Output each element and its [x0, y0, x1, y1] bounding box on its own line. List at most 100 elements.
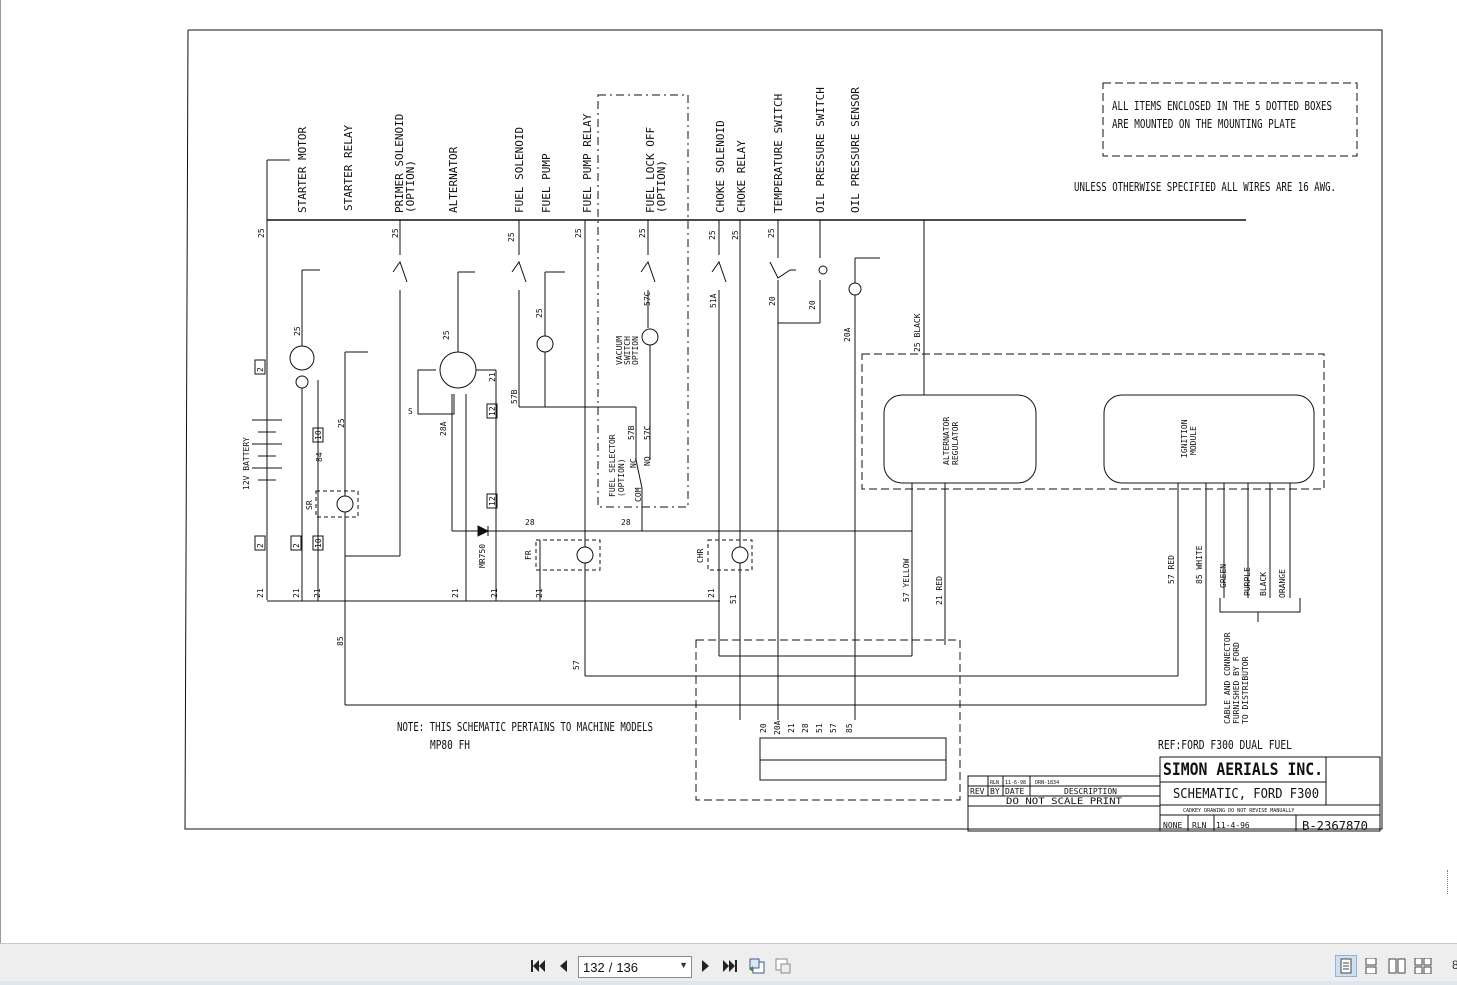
- document-viewport[interactable]: STARTER MOTOR STARTER RELAY PRIMER SOLEN…: [0, 0, 1457, 943]
- wire-no: NO: [643, 456, 652, 466]
- first-page-icon[interactable]: [527, 955, 549, 977]
- label-sr: SR: [305, 500, 314, 510]
- wire-25-a: 25: [257, 228, 266, 238]
- wire-25-k: 25: [442, 330, 451, 340]
- title-by: BY: [990, 787, 1000, 796]
- title-description: DESCRIPTION: [1064, 787, 1117, 796]
- terminal-85: 85: [845, 723, 854, 733]
- wire-21-f: 21: [535, 588, 544, 598]
- note-wire-gauge: UNLESS OTHERWISE SPECIFIED ALL WIRES ARE…: [1074, 180, 1336, 194]
- label-fuel-pump-relay: FUEL PUMP RELAY: [581, 113, 594, 213]
- wire-21-g: 21: [707, 588, 716, 598]
- wire-21-c: 21: [313, 588, 322, 598]
- toolbar-overflow-text: 8: [1452, 958, 1457, 972]
- label-cable-2: FURNISHED BY FORD: [1232, 642, 1241, 724]
- label-primer-solenoid: PRIMER SOLENOID: [393, 114, 406, 213]
- wire-25-f: 25: [708, 230, 717, 240]
- toolbar-bottom-strip: [0, 981, 1457, 985]
- label-chr: CHR: [696, 548, 705, 563]
- wire-25-e: 25: [638, 228, 647, 238]
- label-choke-solenoid: CHOKE SOLENOID: [714, 120, 727, 213]
- label-vacuum-switch: SWITCH: [623, 336, 632, 365]
- previous-page-icon[interactable]: [552, 955, 574, 977]
- label-vacuum: VACUUM: [615, 336, 624, 365]
- wire-28-c: 28A: [439, 421, 448, 436]
- label-choke-relay: CHOKE RELAY: [735, 140, 748, 213]
- oil-pressure-sensor-symbol: [848, 282, 862, 296]
- viewer-toolbar: 132 / 136 ▼ 8: [0, 943, 1457, 985]
- go-back-view-icon[interactable]: [746, 955, 768, 977]
- page-number-field[interactable]: 132 / 136 ▼: [578, 956, 692, 978]
- terminal-57: 57: [829, 723, 838, 733]
- go-forward-view-icon[interactable]: [772, 955, 794, 977]
- continuous-page-icon[interactable]: [1360, 955, 1382, 977]
- starter-relay-box: [315, 490, 359, 518]
- wire-20-a: 20: [768, 296, 777, 306]
- label-fr: FR: [524, 550, 533, 560]
- total-pages: 136: [616, 959, 639, 975]
- terminal-51: 51: [815, 723, 824, 733]
- label-green: GREEN: [1219, 564, 1228, 588]
- label-ignition-module: MODULE: [1189, 426, 1198, 455]
- label-fuel-selector: FUEL SELECTOR: [608, 434, 617, 497]
- box-num-c: 12: [488, 406, 497, 416]
- schematic-drawing: STARTER MOTOR STARTER RELAY PRIMER SOLEN…: [184, 29, 1383, 833]
- label-oil-pressure-sensor: OIL PRESSURE SENSOR: [849, 87, 862, 213]
- facing-pages-icon[interactable]: [1386, 955, 1408, 977]
- label-57-yellow: 57 YELLOW: [902, 558, 911, 602]
- label-starter-relay: STARTER RELAY: [342, 125, 355, 211]
- label-fuel-pump: FUEL PUMP: [540, 153, 553, 213]
- box-num-b: 10: [314, 430, 323, 440]
- alternator-symbol: [439, 351, 477, 389]
- wire-25-b: 25: [391, 228, 400, 238]
- label-alternator: ALTERNATOR: [447, 146, 460, 213]
- note-dotted-box-1: ALL ITEMS ENCLOSED IN THE 5 DOTTED BOXES: [1112, 99, 1332, 113]
- label-diode: MR750: [478, 544, 487, 568]
- wire-20a: 20A: [843, 327, 852, 342]
- rev-row-by: RLN: [990, 780, 999, 786]
- label-black: BLACK: [1259, 572, 1268, 596]
- wire-21-d: 21: [451, 588, 460, 598]
- title-date: DATE: [1005, 787, 1024, 796]
- title-drawn-by: RLN: [1192, 821, 1207, 830]
- wire-85: 85: [336, 636, 345, 646]
- wire-nc: NC: [629, 458, 638, 468]
- wire-21-e: 21: [490, 588, 499, 598]
- next-page-icon[interactable]: [695, 955, 717, 977]
- current-page: 132: [583, 959, 605, 975]
- label-cable-1: CABLE AND CONNECTOR: [1223, 632, 1232, 724]
- title-drawn-date: 11-4-96: [1216, 821, 1250, 830]
- rev-row-date: 11-6-98: [1005, 780, 1026, 786]
- label-vacuum-option: OPTION: [631, 336, 640, 365]
- box-num-g: 10: [314, 538, 323, 548]
- fuel-pump-symbol: [536, 335, 554, 353]
- label-fuel-solenoid: FUEL SOLENOID: [513, 127, 526, 213]
- title-rev: REV: [970, 787, 985, 796]
- label-alt-regulator-1: ALTERNATOR: [942, 417, 951, 465]
- mounting-plate-box: [861, 353, 1325, 490]
- wire-21-h: 21: [488, 372, 497, 382]
- wire-25-j: 25: [337, 418, 346, 428]
- rev-row-description: DRN-1834: [1035, 780, 1059, 786]
- wire-51a: 51A: [709, 293, 718, 308]
- wire-21-a: 21: [256, 588, 265, 598]
- wire-20-b: 20: [808, 300, 817, 310]
- wire-28-a: 28: [525, 518, 535, 527]
- fuel-lock-off-box: [597, 94, 689, 508]
- box-num-d: 12: [488, 496, 497, 506]
- label-primer-option: (OPTION): [404, 160, 417, 213]
- terminal-28: 28: [801, 723, 810, 733]
- label-fuel-selector-option: (OPTION): [617, 458, 626, 497]
- continuous-facing-icon[interactable]: [1412, 955, 1434, 977]
- box-num-a: 2: [256, 367, 265, 372]
- notes-dotted-box: [1102, 82, 1358, 157]
- label-57-red: 57 RED: [1167, 555, 1176, 584]
- terminal-20: 20: [759, 723, 768, 733]
- wire-25-g: 25: [731, 230, 740, 240]
- single-page-icon[interactable]: [1335, 955, 1357, 977]
- page-dropdown-icon[interactable]: ▼: [679, 960, 688, 970]
- wire-57b-a: 57B: [510, 389, 519, 404]
- last-page-icon[interactable]: [719, 955, 741, 977]
- title-cad-note: CADKEY DRAWING DO NOT REVISE MANUALLY: [1183, 808, 1294, 814]
- label-fuel-lock-off: FUEL LOCK OFF: [644, 127, 657, 213]
